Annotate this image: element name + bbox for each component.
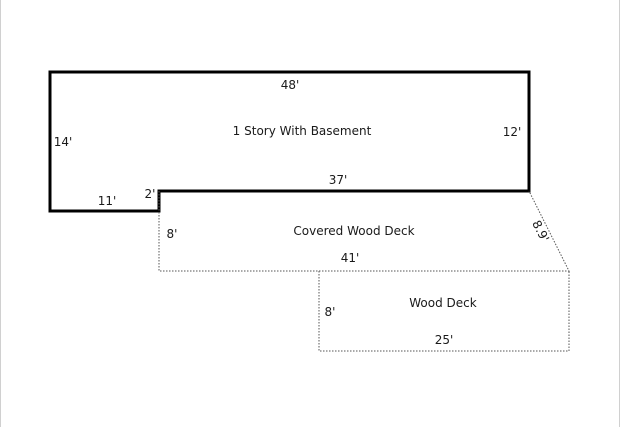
covered-deck-left-dimension: 8'	[167, 227, 178, 241]
house-top-dimension: 48'	[281, 78, 300, 92]
house-area-name: 1 Story With Basement	[233, 124, 372, 138]
house-outline	[48, 70, 531, 213]
house-right-dimension: 12'	[503, 125, 522, 139]
covered-deck-outline	[158, 190, 570, 272]
house-notch-side-dimension: 2'	[145, 187, 156, 201]
house-inner-bottom-dimension: 37'	[329, 173, 348, 187]
covered-deck-name: Covered Wood Deck	[293, 224, 414, 238]
covered-deck-bottom-dimension: 41'	[341, 251, 360, 265]
wood-deck-name: Wood Deck	[409, 296, 476, 310]
covered-deck-diagonal-dimension: 8.9'	[529, 218, 552, 244]
wood-deck-outline	[318, 271, 570, 352]
wood-deck-left-dimension: 8'	[325, 305, 336, 319]
house-notch-bottom-dimension: 11'	[98, 194, 117, 208]
wood-deck-bottom-dimension: 25'	[435, 333, 454, 347]
house-left-dimension: 14'	[54, 135, 73, 149]
